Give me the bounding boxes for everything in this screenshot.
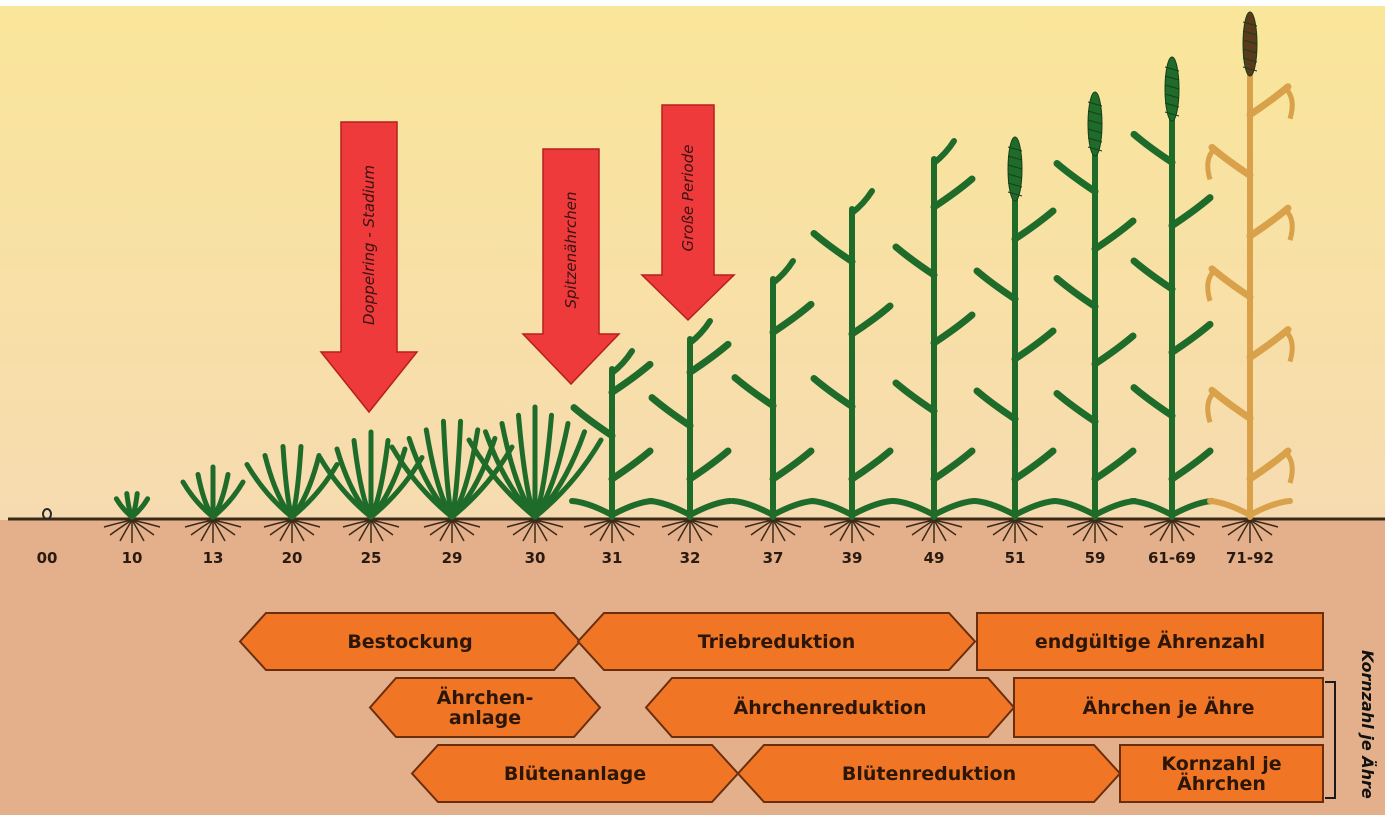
ear bbox=[1008, 137, 1022, 201]
band-label: Ährchenreduktion bbox=[672, 698, 988, 718]
stage-label: 71-92 bbox=[1215, 549, 1285, 567]
stage-label: 37 bbox=[738, 549, 808, 567]
stage-label: 30 bbox=[500, 549, 570, 567]
band-label: Bestockung bbox=[266, 632, 554, 652]
image-border-top bbox=[0, 0, 1393, 6]
stage-label: 00 bbox=[12, 549, 82, 567]
band-label: Kornzahl je Ährchen bbox=[1128, 754, 1315, 794]
stage-label: 20 bbox=[257, 549, 327, 567]
band-label: Blütenanlage bbox=[438, 764, 712, 784]
stage-label: 59 bbox=[1060, 549, 1130, 567]
stage-label: 61-69 bbox=[1137, 549, 1207, 567]
arrow-label: Doppelring - Stadium bbox=[359, 115, 379, 375]
stage-label: 10 bbox=[97, 549, 167, 567]
band-label: Triebreduktion bbox=[604, 632, 949, 652]
image-border-right bbox=[1385, 0, 1393, 815]
ear bbox=[1165, 57, 1179, 121]
stage-label: 51 bbox=[980, 549, 1050, 567]
stage-label: 32 bbox=[655, 549, 725, 567]
stage-label: 25 bbox=[336, 549, 406, 567]
stage-label: 13 bbox=[178, 549, 248, 567]
band-label: Blütenreduktion bbox=[764, 764, 1094, 784]
band-label: Ährchen- anlage bbox=[396, 688, 574, 728]
stage-label: 39 bbox=[817, 549, 887, 567]
band-label: Ährchen je Ähre bbox=[1022, 698, 1315, 718]
arrow-label: Spitzenährchen bbox=[561, 120, 581, 380]
stage-label: 29 bbox=[417, 549, 487, 567]
ear bbox=[1243, 12, 1257, 76]
stage-label: 49 bbox=[899, 549, 969, 567]
stage-label: 31 bbox=[577, 549, 647, 567]
side-label: Kornzahl je Ähre bbox=[1357, 650, 1377, 790]
arrow-label: Große Periode bbox=[678, 68, 698, 328]
band-label: endgültige Ährenzahl bbox=[985, 632, 1315, 652]
ear bbox=[1088, 92, 1102, 156]
